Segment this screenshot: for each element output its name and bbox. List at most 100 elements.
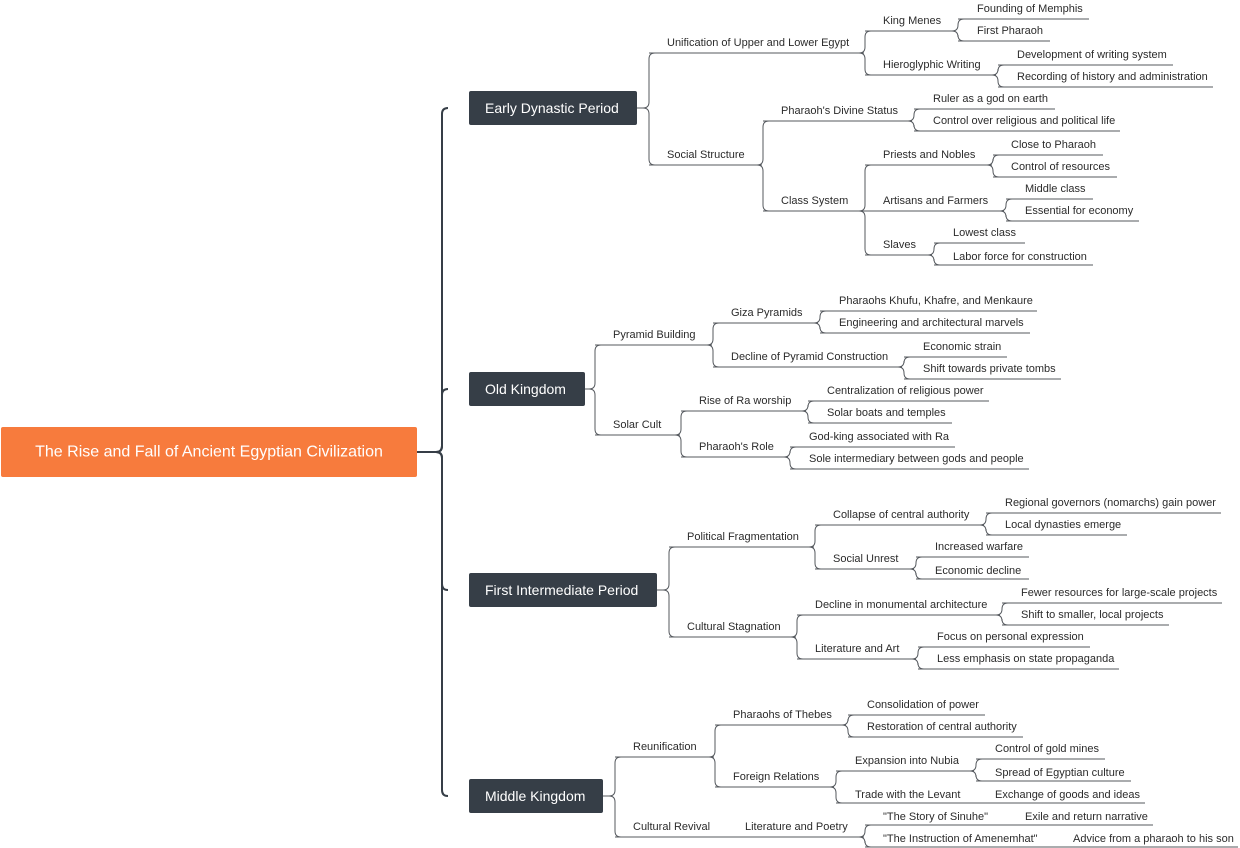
node-shift-private-tombs[interactable]: Shift towards private tombs <box>904 363 1061 380</box>
connector-line <box>927 254 941 266</box>
node-control-gold-mines[interactable]: Control of gold mines <box>976 743 1105 760</box>
svg-text:Close to Pharaoh: Close to Pharaoh <box>1011 139 1096 151</box>
node-pharaohs-of-thebes[interactable]: Pharaohs of Thebes <box>715 709 846 726</box>
node-king-menes[interactable]: King Menes <box>865 15 950 32</box>
node-trade-with-levant[interactable]: Trade with the Levant <box>836 789 1145 804</box>
svg-text:Labor force for construction: Labor force for construction <box>953 251 1087 263</box>
connector-line <box>706 322 720 346</box>
svg-text:Class System: Class System <box>781 195 848 207</box>
svg-text:Pharaoh's Role: Pharaoh's Role <box>699 441 774 453</box>
node-khufu-khafre-menkaure[interactable]: Pharaohs Khufu, Khafre, and Menkaure <box>820 295 1037 312</box>
node-first-pharaoh[interactable]: First Pharaoh <box>958 25 1050 42</box>
node-lowest-class[interactable]: Lowest class <box>934 227 1025 244</box>
node-local-dynasties[interactable]: Local dynasties emerge <box>986 519 1127 536</box>
node-pharaohs-divine-status[interactable]: Pharaoh's Divine Status <box>763 105 912 122</box>
svg-text:Shift towards private tombs: Shift towards private tombs <box>923 363 1056 375</box>
node-founding-of-memphis[interactable]: Founding of Memphis <box>958 3 1089 20</box>
node-rise-of-ra-worship[interactable]: Rise of Ra worship <box>681 395 806 412</box>
node-development-of-writing[interactable]: Development of writing system <box>998 49 1173 66</box>
node-advice-from-pharaoh[interactable]: Advice from a pharaoh to his son <box>1073 833 1234 845</box>
svg-text:Hieroglyphic Writing: Hieroglyphic Writing <box>883 59 981 71</box>
svg-text:Pharaohs of Thebes: Pharaohs of Thebes <box>733 709 832 721</box>
svg-text:Development of writing system: Development of writing system <box>1017 49 1167 61</box>
node-decline-monumental-architecture[interactable]: Decline in monumental architecture <box>797 599 1000 616</box>
node-solar-boats-temples[interactable]: Solar boats and temples <box>808 407 952 424</box>
connector-line <box>657 546 676 591</box>
svg-text:Literature and Art: Literature and Art <box>815 643 899 655</box>
node-essential-for-economy[interactable]: Essential for economy <box>1006 205 1139 222</box>
node-cultural-stagnation[interactable]: Cultural Stagnation <box>669 621 796 638</box>
node-centralization-religious-power[interactable]: Centralization of religious power <box>808 385 989 402</box>
svg-text:Economic strain: Economic strain <box>923 341 1001 353</box>
node-solar-cult[interactable]: Solar Cult <box>595 419 680 436</box>
node-labor-force[interactable]: Labor force for construction <box>934 251 1093 266</box>
node-literature-and-poetry[interactable]: Literature and Poetry <box>745 821 848 833</box>
node-story-of-sinuhe[interactable]: "The Story of Sinuhe" <box>865 811 1153 826</box>
node-hieroglyphic-writing[interactable]: Hieroglyphic Writing <box>865 59 996 76</box>
svg-text:Economic decline: Economic decline <box>935 565 1021 577</box>
node-shift-smaller-projects[interactable]: Shift to smaller, local projects <box>1002 609 1169 626</box>
node-instruction-of-amenemhat[interactable]: "The Instruction of Amenemhat" <box>865 833 1238 848</box>
connector-line <box>999 210 1013 222</box>
branch-first-intermediate-period[interactable]: First Intermediate Period <box>469 573 657 607</box>
node-middle-class[interactable]: Middle class <box>1006 183 1093 200</box>
node-social-unrest[interactable]: Social Unrest <box>815 553 914 570</box>
svg-text:Engineering and architectural: Engineering and architectural marvels <box>839 317 1024 329</box>
connector-line <box>637 107 656 166</box>
node-artisans-and-farmers[interactable]: Artisans and Farmers <box>865 195 1004 212</box>
node-restoration-central-authority[interactable]: Restoration of central authority <box>848 721 1023 738</box>
node-engineering-marvels[interactable]: Engineering and architectural marvels <box>820 317 1030 334</box>
node-consolidation-of-power[interactable]: Consolidation of power <box>848 699 985 716</box>
node-close-to-pharaoh[interactable]: Close to Pharaoh <box>993 139 1103 156</box>
node-literature-and-art[interactable]: Literature and Art <box>797 643 916 660</box>
node-unification[interactable]: Unification of Upper and Lower Egypt <box>649 37 864 54</box>
node-spread-egyptian-culture[interactable]: Spread of Egyptian culture <box>976 767 1131 782</box>
branch-middle-kingdom[interactable]: Middle Kingdom <box>469 779 603 813</box>
node-recording-of-history[interactable]: Recording of history and administration <box>998 71 1213 88</box>
node-reunification[interactable]: Reunification <box>615 741 714 758</box>
connector-line <box>909 556 923 570</box>
connector-line <box>801 410 815 424</box>
node-foreign-relations[interactable]: Foreign Relations <box>715 771 834 788</box>
node-control-religious-political[interactable]: Control over religious and political lif… <box>914 115 1120 132</box>
node-increased-warfare[interactable]: Increased warfare <box>916 541 1029 558</box>
node-regional-governors[interactable]: Regional governors (nomarchs) gain power <box>986 497 1221 514</box>
node-cultural-revival[interactable]: Cultural Revival <box>615 821 864 838</box>
branch-early-dynastic-period[interactable]: Early Dynastic Period <box>469 91 637 125</box>
svg-text:Fewer resources for large-scal: Fewer resources for large-scale projects <box>1021 587 1218 599</box>
node-social-structure[interactable]: Social Structure <box>649 149 762 166</box>
node-pharaohs-role[interactable]: Pharaoh's Role <box>681 441 788 458</box>
node-political-fragmentation[interactable]: Political Fragmentation <box>669 531 814 548</box>
node-decline-pyramid-construction[interactable]: Decline of Pyramid Construction <box>713 351 902 368</box>
svg-text:Collapse of central authority: Collapse of central authority <box>833 509 970 521</box>
node-less-state-propaganda[interactable]: Less emphasis on state propaganda <box>918 653 1119 670</box>
node-control-of-resources[interactable]: Control of resources <box>993 161 1117 178</box>
svg-text:Shift to smaller, local projec: Shift to smaller, local projects <box>1021 609 1164 621</box>
node-fewer-resources[interactable]: Fewer resources for large-scale projects <box>1002 587 1222 604</box>
node-exchange-goods-ideas[interactable]: Exchange of goods and ideas <box>995 789 1140 801</box>
connector-line <box>657 589 676 638</box>
node-sole-intermediary[interactable]: Sole intermediary between gods and peopl… <box>790 453 1029 470</box>
branch-old-kingdom[interactable]: Old Kingdom <box>469 372 585 406</box>
node-pyramid-building[interactable]: Pyramid Building <box>595 329 712 346</box>
node-slaves[interactable]: Slaves <box>865 239 932 256</box>
svg-text:Cultural Stagnation: Cultural Stagnation <box>687 621 781 633</box>
root-node[interactable]: The Rise and Fall of Ancient Egyptian Ci… <box>1 427 417 477</box>
node-collapse-central-authority[interactable]: Collapse of central authority <box>815 509 984 526</box>
node-priests-and-nobles[interactable]: Priests and Nobles <box>865 149 992 166</box>
svg-text:Cultural Revival: Cultural Revival <box>633 821 710 833</box>
node-giza-pyramids[interactable]: Giza Pyramids <box>713 307 818 324</box>
node-personal-expression[interactable]: Focus on personal expression <box>918 631 1090 648</box>
connector-line <box>995 614 1009 626</box>
svg-text:Focus on personal expression: Focus on personal expression <box>937 631 1084 643</box>
node-class-system[interactable]: Class System <box>763 195 864 212</box>
node-economic-strain[interactable]: Economic strain <box>904 341 1007 358</box>
node-expansion-into-nubia[interactable]: Expansion into Nubia <box>836 755 974 772</box>
branch-label: Middle Kingdom <box>485 788 585 804</box>
node-exile-return-narrative[interactable]: Exile and return narrative <box>1025 811 1148 823</box>
svg-text:Rise of Ra worship: Rise of Ra worship <box>699 395 791 407</box>
node-god-king-ra[interactable]: God-king associated with Ra <box>790 431 955 448</box>
node-economic-decline[interactable]: Economic decline <box>916 565 1029 580</box>
svg-text:Lowest class: Lowest class <box>953 227 1016 239</box>
node-ruler-as-god[interactable]: Ruler as a god on earth <box>914 93 1055 110</box>
